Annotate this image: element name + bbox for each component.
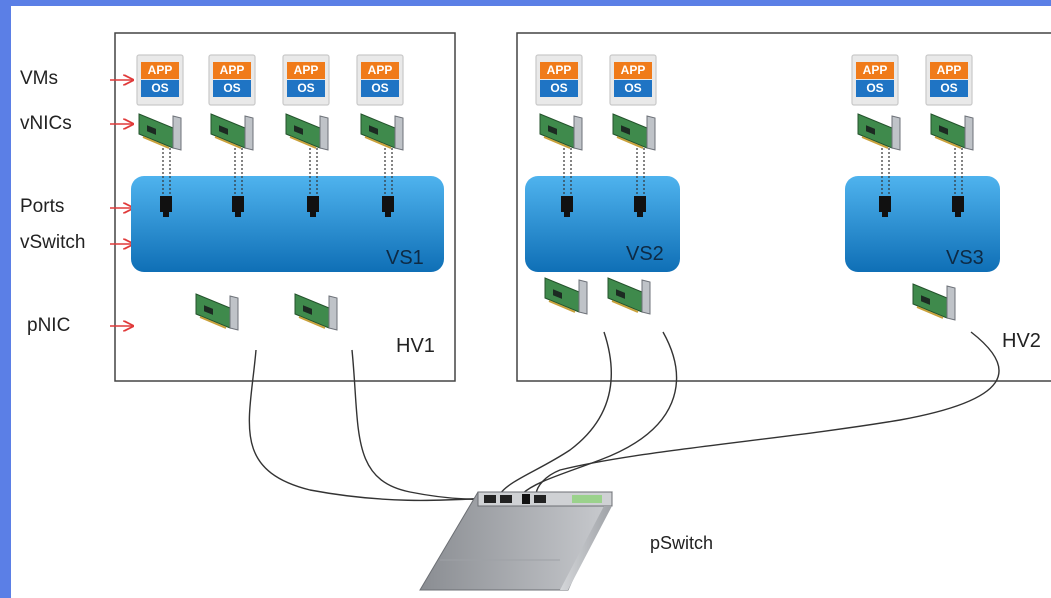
vswitch-label-vs1: VS1 [386, 247, 424, 269]
pnic-icon [607, 277, 651, 315]
pnic-icon [294, 293, 338, 331]
pnic-icon [544, 277, 588, 315]
vswitch-label-vs3: VS3 [946, 247, 984, 269]
vnics [138, 113, 974, 151]
vnic-icon [857, 113, 901, 151]
vm-os-label: OS [940, 81, 958, 95]
pswitch-label: pSwitch [650, 533, 714, 553]
vnic-icon [539, 113, 583, 151]
vnic-icon [612, 113, 656, 151]
host-label-hv2: HV2 [1002, 330, 1041, 352]
vm-app-label: APP [367, 63, 393, 77]
legend-vswitch: vSwitch [20, 232, 86, 253]
pnic-icon [195, 293, 239, 331]
vm-os-label: OS [550, 81, 568, 95]
pnic-icon [912, 283, 956, 321]
vm-os-label: OS [297, 81, 315, 95]
host-hv1-box [114, 32, 456, 382]
vnic-icon [210, 113, 254, 151]
vm-os-label: OS [866, 81, 884, 95]
vnic-icon [360, 113, 404, 151]
frame-left-border [0, 0, 11, 598]
vm-os-label: OS [624, 81, 642, 95]
legend-pnic: pNIC [27, 315, 71, 336]
vnic-port-links [162, 148, 963, 198]
vm-app-label: APP [147, 63, 173, 77]
vm-app-label: APP [219, 63, 245, 77]
pnics [195, 277, 956, 331]
vswitch-vs1 [131, 176, 444, 272]
vm-app-label: APP [862, 63, 888, 77]
vnic-icon [138, 113, 182, 151]
vm-app-label: APP [620, 63, 646, 77]
vswitch-label-vs2: VS2 [626, 243, 664, 265]
vnic-icon [930, 113, 974, 151]
legend-arrows [110, 80, 133, 326]
legend-vnics: vNICs [20, 113, 72, 134]
vm-os-label: OS [223, 81, 241, 95]
frame-top-border [0, 0, 1051, 6]
vm-os-label: OS [371, 81, 389, 95]
vm-app-label: APP [936, 63, 962, 77]
host-label-hv1: HV1 [396, 335, 435, 357]
vm-app-label: APP [293, 63, 319, 77]
pswitch-device [419, 491, 613, 591]
legend-ports: Ports [20, 196, 65, 217]
vm-app-label: APP [546, 63, 572, 77]
host-hv2-box [516, 32, 1051, 382]
vnic-icon [285, 113, 329, 151]
legend-vms: VMs [20, 68, 58, 89]
vm-os-label: OS [151, 81, 169, 95]
cables [248, 331, 1000, 502]
